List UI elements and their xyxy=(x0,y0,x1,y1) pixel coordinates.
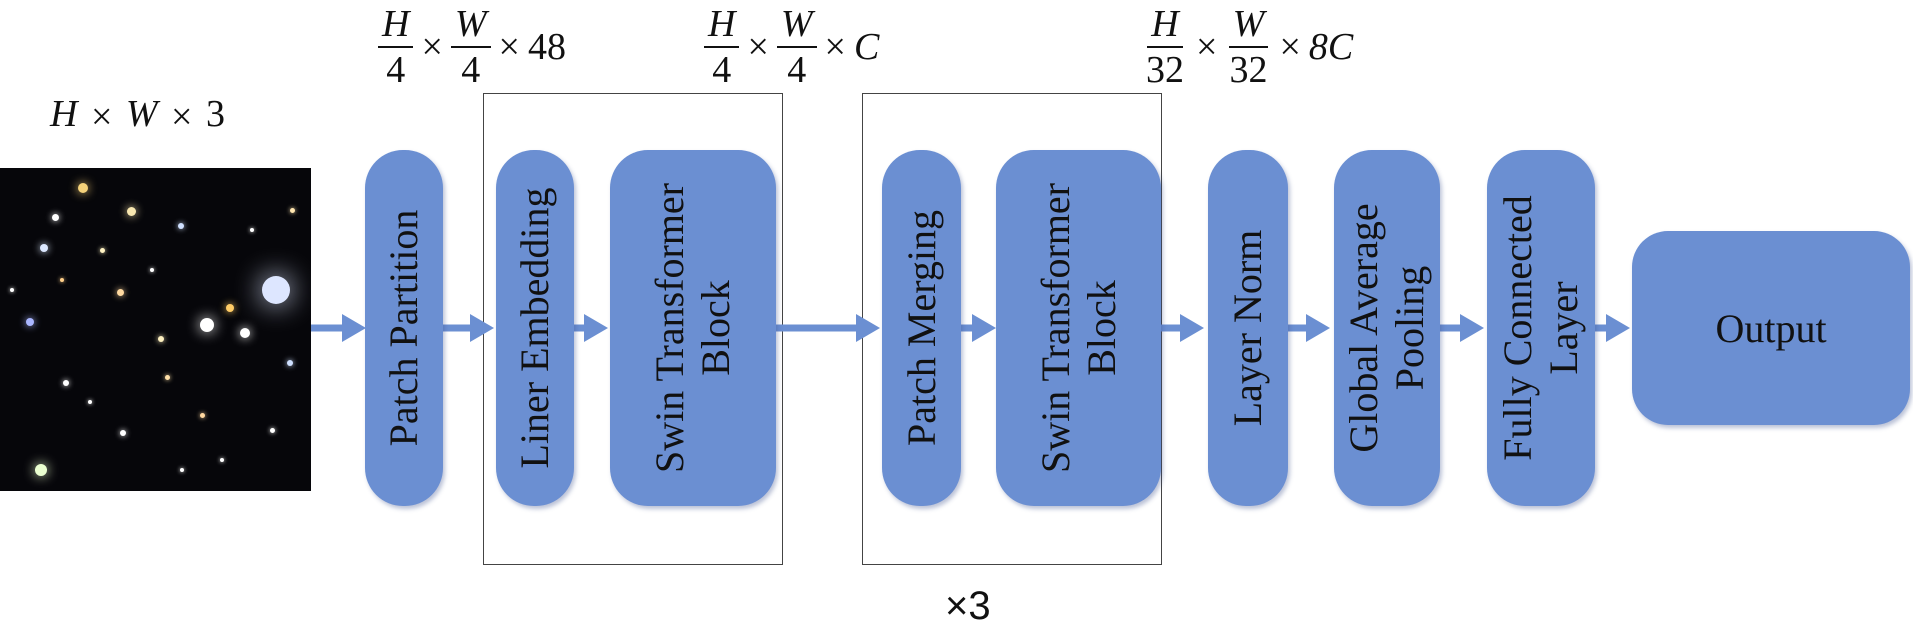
arrow xyxy=(776,314,880,342)
star xyxy=(270,428,275,433)
star xyxy=(117,289,124,296)
layer-norm-label: Layer Norm xyxy=(1225,229,1270,427)
repeat-label: ×3 xyxy=(945,584,991,628)
star xyxy=(52,214,59,221)
star xyxy=(88,400,92,404)
swin-transformer-block-1: Swin Transformer Block xyxy=(610,150,776,506)
arrow xyxy=(443,314,494,342)
star xyxy=(120,430,126,436)
fc-line1: Fully Connected xyxy=(1495,195,1540,461)
star xyxy=(226,304,234,312)
star xyxy=(10,288,14,292)
star xyxy=(220,458,224,462)
dim-w: W xyxy=(125,93,158,135)
swin-block-1-label: Swin Transformer Block xyxy=(647,183,739,473)
arrow xyxy=(311,314,366,342)
arrow xyxy=(1440,314,1484,342)
arrow xyxy=(1161,314,1204,342)
swin-block-1-line1: Swin Transformer xyxy=(647,182,692,474)
star xyxy=(287,360,293,366)
arrow xyxy=(1595,314,1630,342)
input-dims-label: H × W × 3 xyxy=(50,92,225,139)
star xyxy=(35,464,47,476)
swin-block-2-label: Swin Transformer Block xyxy=(1033,183,1125,473)
star xyxy=(250,228,254,232)
swin-block-2-line2: Block xyxy=(1078,280,1124,376)
star xyxy=(240,328,250,338)
star xyxy=(127,207,136,216)
gap-label: Global Average Pooling xyxy=(1341,203,1433,452)
star xyxy=(78,183,88,193)
liner-embedding-label: Liner Embedding xyxy=(512,187,557,469)
output-label: Output xyxy=(1715,305,1827,351)
star xyxy=(26,318,34,326)
fully-connected-layer-block: Fully Connected Layer xyxy=(1487,150,1595,506)
star xyxy=(100,248,105,253)
dim-c: 3 xyxy=(205,93,225,135)
patch-partition-label: Patch Partition xyxy=(381,209,426,447)
arrow xyxy=(574,314,608,342)
dim-h: H xyxy=(50,93,78,135)
arrow xyxy=(961,314,996,342)
star xyxy=(200,318,214,332)
star xyxy=(262,276,290,304)
swin-block-2-line1: Swin Transformer xyxy=(1032,182,1078,474)
star xyxy=(150,268,154,272)
star xyxy=(165,375,170,380)
gap-line1: Global Average xyxy=(1341,203,1386,453)
times-sign: × xyxy=(171,96,193,139)
gap-line2: Pooling xyxy=(1387,265,1432,391)
star xyxy=(63,380,69,386)
star xyxy=(158,336,164,342)
input-galaxy-image xyxy=(0,168,311,491)
swin-transformer-block-2: Swin Transformer Block xyxy=(996,150,1161,506)
times-sign: × xyxy=(90,96,113,139)
output-block: Output xyxy=(1632,231,1910,425)
patch-merging-block: Patch Merging xyxy=(882,150,961,506)
patch-merging-label: Patch Merging xyxy=(898,210,944,446)
swin-block-1-line2: Block xyxy=(693,280,738,376)
liner-embedding-block: Liner Embedding xyxy=(496,150,574,506)
patch-partition-block: Patch Partition xyxy=(365,150,443,506)
layer-norm-block: Layer Norm xyxy=(1208,150,1288,506)
star xyxy=(290,208,295,213)
star xyxy=(40,244,48,252)
star xyxy=(180,468,184,472)
star xyxy=(200,413,205,418)
star xyxy=(60,278,64,282)
global-average-pooling-block: Global Average Pooling xyxy=(1334,150,1440,506)
fc-line2: Layer xyxy=(1541,281,1586,375)
arrow xyxy=(1288,314,1330,342)
fc-label: Fully Connected Layer xyxy=(1495,195,1587,461)
star xyxy=(178,223,184,229)
